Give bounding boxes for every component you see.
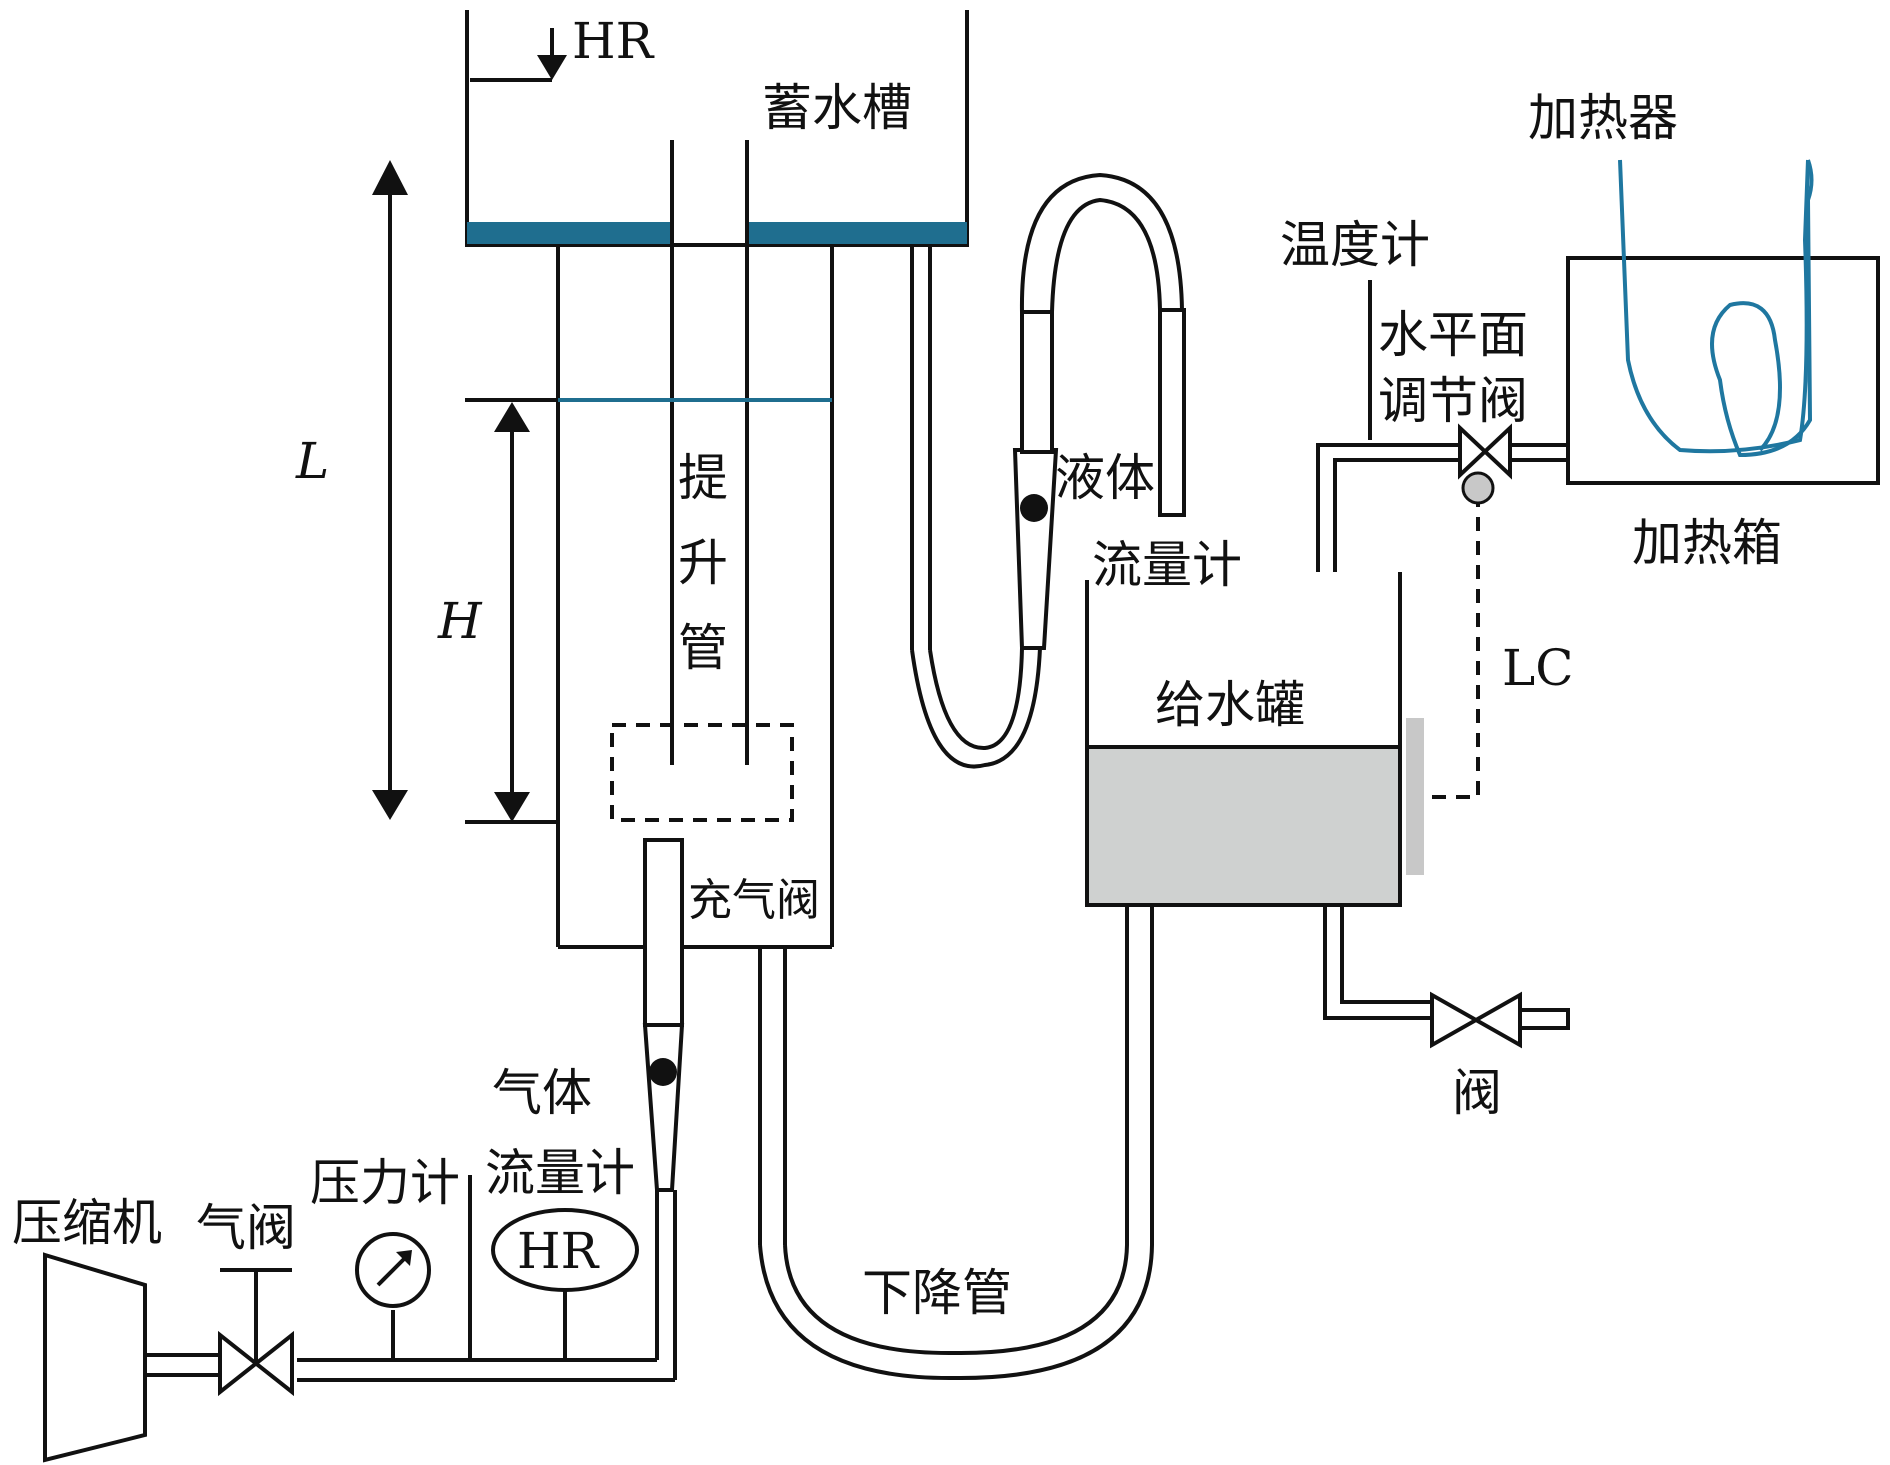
arrow-up-icon [494, 402, 530, 432]
hr-arrow-icon [537, 55, 567, 80]
arrow-up-icon [372, 160, 408, 195]
drain-line [1323, 905, 1570, 1049]
fill-valve-label: 充气阀 [688, 875, 820, 926]
level-valve-icon [1458, 423, 1512, 480]
hr-top-label: HR [572, 12, 655, 70]
reservoir-label: 蓄水槽 [762, 79, 912, 137]
liquid-flowmeter-label-1: 液体 [1055, 449, 1155, 507]
downcomer-label: 下降管 [862, 1264, 1012, 1322]
arrow-down-icon [372, 790, 408, 820]
reservoir [465, 10, 969, 247]
feed-tank-label: 给水罐 [1155, 676, 1305, 734]
feed-tank [1085, 485, 1480, 907]
gas-flowmeter-label-2: 流量计 [485, 1144, 635, 1202]
gas-flowmeter [642, 1023, 685, 1192]
liquid-loop-pipe [910, 172, 1186, 769]
liquid-flowmeter-label-2: 流量计 [1092, 536, 1242, 594]
gas-flowmeter-label-1: 气体 [492, 1064, 592, 1122]
downcomer-pipe [758, 905, 1154, 1381]
dashed-box [610, 723, 794, 822]
water-level-right [747, 222, 967, 244]
hr-gauge-label: HR [517, 1222, 600, 1280]
lc-label: LC [1502, 639, 1573, 697]
hr-gauge-icon [491, 1208, 639, 1292]
text-labels: HR 蓄水槽 加热器 温度计 水平面 调节阀 加热箱 L H 提 升 管 液体 … [12, 12, 1782, 1322]
riser-label-3: 管 [678, 619, 728, 677]
level-sensor [1406, 718, 1424, 875]
heating-box-label: 加热箱 [1632, 514, 1782, 572]
drain-valve-icon [1430, 991, 1522, 1049]
gas-injection [43, 838, 685, 1463]
dimension-H-label: H [437, 592, 483, 650]
main-column [556, 245, 834, 949]
riser-label-1: 提 [678, 449, 728, 507]
level-valve-actuator [1461, 471, 1495, 505]
dimension-H [465, 398, 558, 824]
dimension-L [372, 160, 408, 820]
pressure-gauge-label: 压力计 [310, 1154, 460, 1212]
compressor-label: 压缩机 [12, 1194, 162, 1252]
dimension-L-label: L [295, 432, 329, 490]
heater-label: 加热器 [1528, 89, 1678, 147]
thermometer-label: 温度计 [1280, 216, 1430, 274]
heating-box [1316, 159, 1880, 572]
compressor-icon [43, 1252, 147, 1463]
riser-label-2: 升 [678, 534, 728, 592]
level-valve-label-1: 水平面 [1378, 306, 1528, 364]
arrow-down-icon [494, 792, 530, 822]
liquid-flowmeter [1012, 448, 1059, 650]
water-level-left [467, 222, 672, 244]
valve-label: 阀 [1452, 1064, 1502, 1122]
riser-pipe [670, 140, 749, 765]
lc-dashed-line [1432, 485, 1480, 799]
flowmeter-float [1020, 494, 1048, 522]
heater-coil-loop [1710, 159, 1814, 458]
level-valve-label-2: 调节阀 [1378, 372, 1528, 430]
gas-flowmeter-float [649, 1058, 677, 1086]
air-valve-label: 气阀 [196, 1199, 296, 1257]
